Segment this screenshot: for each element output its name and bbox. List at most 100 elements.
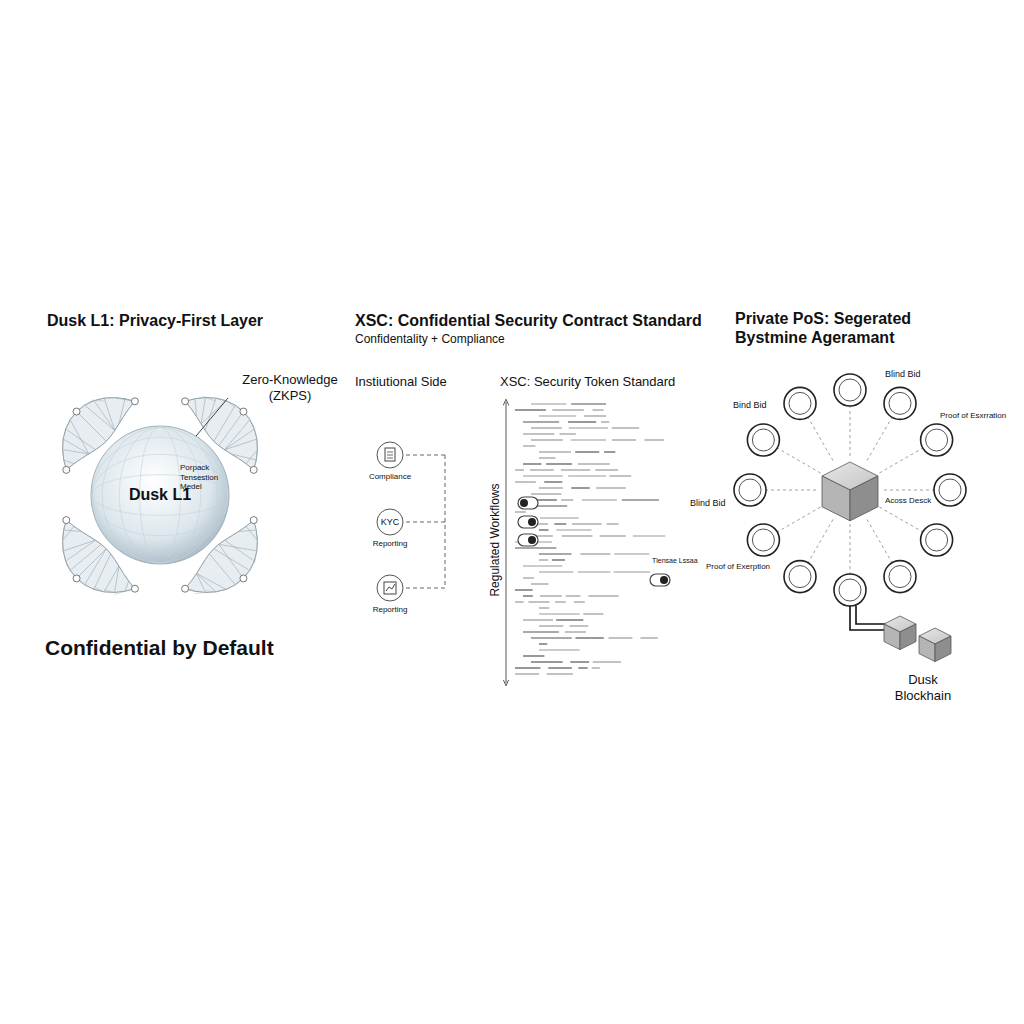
spoke [867,519,892,562]
code-line [539,607,549,608]
mesh-line [225,429,255,450]
code-line [592,667,600,668]
document-line [387,455,393,456]
node-caption: Reporting [373,605,408,614]
icon-circle: Reporting [376,574,404,602]
mesh-line [77,412,107,442]
code-line [592,409,603,410]
code-line [539,451,571,452]
mesh-line [197,573,206,592]
mesh-line [104,590,114,593]
validator-node [747,524,779,556]
toggle-knob [520,499,528,507]
mesh-line [209,554,235,585]
toggle-track [518,534,538,546]
code-line [595,469,618,470]
validator-ring [734,374,966,606]
code-line [582,499,617,500]
mesh-line [66,564,71,571]
panel-title: Private PoS: Segerated Bystmine Ageraman… [735,309,940,347]
axis-label: Regulated Workflows [488,481,502,598]
mesh-dot [63,466,70,473]
code-line [515,481,536,482]
mesh-line [85,399,94,405]
code-line [578,571,611,572]
toggle-track [518,497,538,509]
code-line [539,643,547,644]
mesh-line [205,398,215,402]
code-line [596,487,625,488]
code-line [515,601,524,602]
code-line [515,469,524,470]
node-caption: Compliance [369,472,411,481]
validator-core [789,392,811,414]
code-line [528,601,549,602]
code-line [515,409,546,410]
tagline: Confidential by Default [45,635,274,660]
mesh-line [219,412,244,446]
mesh-line [115,398,125,400]
code-line [547,673,573,674]
cube-face [919,636,935,662]
code-line [578,463,610,464]
document-icon [385,448,395,461]
toggle-knob [528,518,536,526]
code-line [523,463,541,464]
column-heading: Instiutional Side [355,374,447,390]
code-line [531,439,563,440]
code-line [539,487,563,488]
code-line [633,535,665,536]
code-line [644,439,664,440]
code-line [568,421,596,422]
code-line [569,427,608,428]
code-line [607,523,619,524]
callout-label: Zero-Knowledge (ZKPS) [232,372,348,403]
validator-core [926,529,948,551]
mesh-line [64,530,82,532]
mesh-line [64,460,74,464]
code-line [531,661,563,662]
spoke [867,417,892,460]
code-line [540,595,562,596]
mesh-line [94,587,104,592]
callout-label: Acoss Desck [883,496,933,506]
mesh-line [226,585,235,590]
code-line [540,517,579,518]
validator-node [784,561,816,593]
code-line [575,451,599,452]
code-line [608,637,632,638]
sphere-meridian [102,427,218,563]
cube-face [822,476,850,521]
validator-core [752,529,774,551]
mesh-dot [240,575,247,582]
code-line [539,571,573,572]
panel-title: XSC: Confidential Security Contract Stan… [355,311,702,330]
validator-node [834,374,866,406]
document-line [387,452,393,453]
chart-line [386,584,395,591]
code-line [531,637,572,638]
panel-subtitle: Confidentality + Compliance [355,332,505,346]
mesh-dot [250,466,257,473]
code-line [571,487,589,488]
sphere-meridian [119,427,201,563]
code-line [612,439,636,440]
mesh-dot [240,408,247,415]
validator-node [884,387,916,419]
mesh-line [197,573,216,591]
code-line [544,481,562,482]
callout-label: Blind Bid [690,498,726,509]
code-line [548,667,572,668]
code-line [546,463,572,464]
validator-node [734,474,766,506]
code-line [600,535,626,536]
validator-node [921,424,953,456]
callout-label: Blind Bid [885,369,921,380]
mesh-line [77,549,107,579]
code-line [571,403,606,404]
code-line [515,547,556,548]
mesh-line [115,591,125,594]
block-cube [919,628,951,662]
code-line [523,619,553,620]
